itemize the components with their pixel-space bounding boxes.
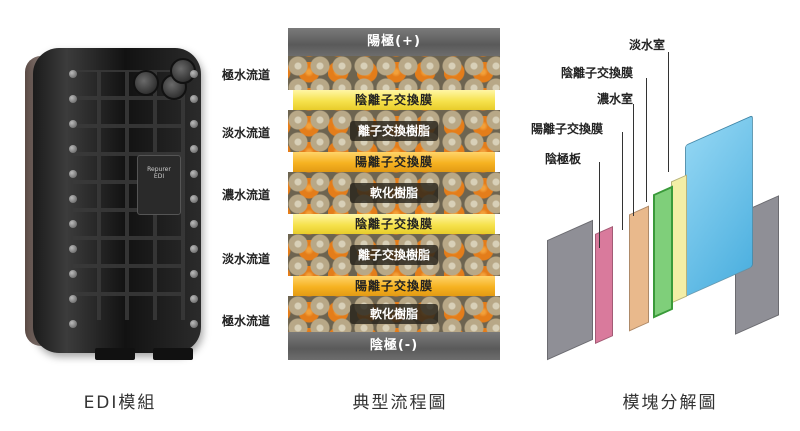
label-dilute-chamber: 淡水室 [629, 38, 666, 52]
channel-label: 濃水流道 [222, 188, 271, 202]
leader-line [646, 78, 647, 202]
bolt-icon [69, 170, 77, 178]
bolt-icon [69, 120, 77, 128]
cation-exchange-membrane: 陽離子交換膜 [293, 152, 495, 172]
bolt-icon [190, 245, 198, 253]
edi-module-photo: Repurer EDI [25, 30, 215, 360]
edi-foot [95, 348, 135, 360]
edi-stack: 陽極(+) 陰離子交換膜 離子交換樹脂 陽離子交換膜 軟化樹脂 陰離子交換膜 離… [288, 28, 500, 360]
dilute-chamber-plate [685, 114, 753, 298]
cation-exchange-membrane: 陽離子交換膜 [293, 276, 495, 296]
resin-label: 離子交換樹脂 [350, 245, 438, 265]
bolt-icon [69, 245, 77, 253]
dilute-water-channel: 離子交換樹脂 [288, 110, 500, 152]
bolt-icon [190, 145, 198, 153]
bolt-icon [190, 220, 198, 228]
bolt-icon [69, 70, 77, 78]
bolt-icon [69, 320, 77, 328]
exploded-module-view: 淡水室 陰離子交換膜 濃水室 陽離子交換膜 陰極板 [525, 30, 795, 361]
label-anion-membrane: 陰離子交換膜 [561, 66, 634, 80]
anion-exchange-membrane: 陰離子交換膜 [293, 214, 495, 234]
leader-line [599, 162, 600, 248]
concentrate-water-channel: 軟化樹脂 [288, 172, 500, 214]
label-cathode-plate: 陰極板 [545, 152, 582, 166]
anion-membrane-plate [671, 174, 687, 304]
dilute-water-channel: 離子交換樹脂 [288, 234, 500, 276]
electrode-water-channel: 軟化樹脂 [288, 296, 500, 332]
bolt-icon [190, 120, 198, 128]
cathode-electrode: 陰極(-) [288, 332, 500, 360]
bolt-icon [69, 220, 77, 228]
channel-label: 淡水流道 [222, 252, 271, 266]
cathode-plate [595, 225, 613, 345]
bolt-icon [190, 95, 198, 103]
bolt-icon [69, 295, 77, 303]
edi-module-caption: EDI模組 [83, 393, 157, 413]
label-cation-membrane: 陽離子交換膜 [531, 122, 604, 136]
edi-inlet-port [133, 70, 159, 96]
resin-label: 軟化樹脂 [350, 183, 438, 203]
channel-label: 極水流道 [222, 314, 271, 328]
edi-nameplate: Repurer EDI [137, 155, 181, 215]
leader-line [633, 104, 634, 216]
bolt-icon [69, 270, 77, 278]
bolt-icon [190, 270, 198, 278]
resin-label: 離子交換樹脂 [350, 121, 438, 141]
leader-line [668, 52, 669, 172]
label-concentrate-chamber: 濃水室 [597, 92, 634, 106]
electrode-water-channel [288, 56, 500, 90]
flow-diagram: 陽極(+) 陰離子交換膜 離子交換樹脂 陽離子交換膜 軟化樹脂 陰離子交換膜 離… [222, 28, 512, 364]
resin-label: 軟化樹脂 [350, 304, 438, 324]
bolt-icon [190, 295, 198, 303]
bolt-icon [69, 145, 77, 153]
edi-nameplate-brand: Repurer [147, 166, 171, 173]
edi-nameplate-model: EDI [153, 173, 165, 180]
bolt-icon [69, 195, 77, 203]
channel-label: 淡水流道 [222, 126, 271, 140]
exploded-view-caption: 模塊分解圖 [622, 393, 718, 413]
flow-diagram-caption: 典型流程圖 [352, 393, 448, 413]
anode-electrode: 陽極(+) [288, 28, 500, 56]
bolt-icon [190, 70, 198, 78]
end-plate-left [547, 219, 593, 361]
channel-label: 極水流道 [222, 68, 271, 82]
bolt-icon [69, 95, 77, 103]
bolt-icon [190, 170, 198, 178]
concentrate-chamber-plate [653, 185, 673, 319]
bolt-icon [190, 195, 198, 203]
bolt-icon [190, 320, 198, 328]
cation-membrane-plate [629, 205, 649, 332]
edi-foot [153, 348, 193, 360]
leader-line [622, 132, 623, 230]
anion-exchange-membrane: 陰離子交換膜 [293, 90, 495, 110]
